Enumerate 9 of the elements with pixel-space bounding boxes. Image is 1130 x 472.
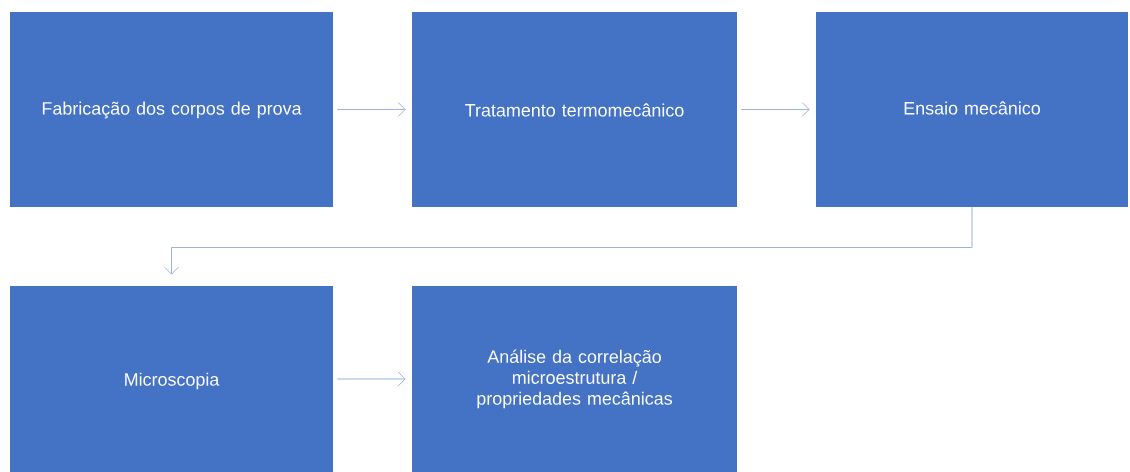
process-box: Análise da correlação microestrutura / propriedades mecânicas — [412, 286, 737, 472]
process-box: Microscopia — [10, 286, 333, 472]
arrow — [336, 102, 406, 117]
process-box: Fabricação dos corpos de prova — [10, 12, 333, 207]
process-box: Ensaio mecânico — [816, 12, 1128, 207]
arrow — [336, 371, 406, 387]
arrow — [164, 206, 973, 275]
process-box: Tratamento termomecânico — [412, 12, 737, 207]
arrow — [740, 102, 810, 117]
